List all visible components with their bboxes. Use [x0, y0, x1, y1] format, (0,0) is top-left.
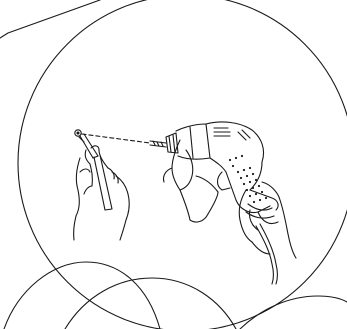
- hand-held-drill-icon: [150, 122, 278, 230]
- hand-with-pencil-icon: [74, 134, 130, 240]
- main-circle-frame: [18, 0, 347, 329]
- aim-line-icon: [82, 134, 150, 143]
- mark-point-icon: [75, 130, 81, 136]
- partial-circle-right: [240, 296, 347, 329]
- power-cord-icon: [256, 226, 274, 284]
- frame-line-top: [0, 0, 100, 38]
- drill-grip-hand-icon: [239, 182, 296, 258]
